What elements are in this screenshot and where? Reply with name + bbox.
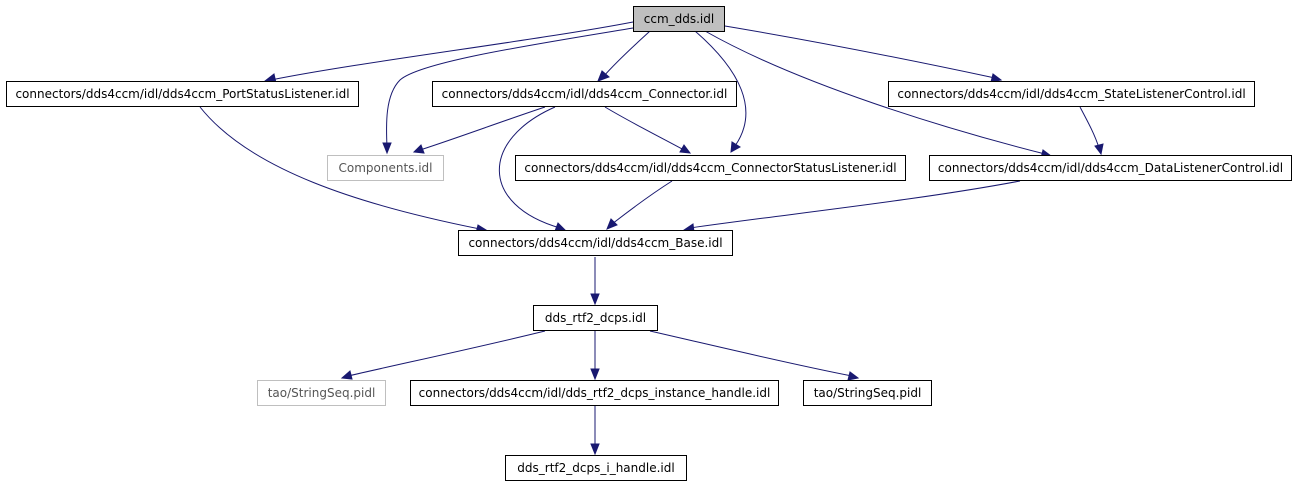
edge-arrow (590, 293, 600, 306)
edge-ccm-dds-to-connector-status-listener (694, 30, 747, 147)
edge-state-listener-control-to-data-listener-control (1079, 106, 1100, 149)
edge-arrow (382, 142, 392, 155)
edge-arrow (412, 144, 425, 154)
edge-arrow (340, 370, 353, 380)
edge-arrow (597, 70, 610, 82)
edge-arrow (847, 371, 860, 381)
edge-ccm-dds-to-state-listener-control (712, 23, 996, 79)
node-string-seq-pidl[interactable]: tao/StringSeq.pidl (803, 380, 932, 406)
edge-ccm-dds-to-connector (603, 30, 651, 77)
edge-connector-to-base (498, 106, 561, 229)
edge-ccm-dds-to-components (386, 27, 634, 148)
edge-arrow (590, 443, 600, 456)
edge-connector-status-listener-to-base (611, 180, 673, 225)
node-i-handle-idl[interactable]: dds_rtf2_dcps_i_handle.idl (505, 455, 687, 481)
node-port-status-listener-idl[interactable]: connectors/dds4ccm/idl/dds4ccm_PortStatu… (6, 81, 359, 107)
edge-connector-to-components (419, 106, 546, 151)
node-ccm-dds-idl[interactable]: ccm_dds.idl (633, 6, 725, 32)
edge-ccm-dds-to-data-listener-control (704, 30, 1046, 155)
edge-dds-rtf2-dcps-to-string-seq-ext (347, 330, 546, 377)
edge-arrow (679, 144, 692, 154)
node-string-seq-pidl-external[interactable]: tao/StringSeq.pidl (257, 380, 386, 406)
edge-arrow (606, 218, 618, 230)
edge-arrow (1094, 143, 1104, 156)
edge-arrow (730, 141, 741, 153)
edge-data-listener-control-to-base (689, 180, 1021, 229)
node-dds-rtf2-dcps-idl[interactable]: dds_rtf2_dcps.idl (533, 305, 658, 331)
node-base-idl[interactable]: connectors/dds4ccm/idl/dds4ccm_Base.idl (458, 230, 733, 256)
node-instance-handle-idl[interactable]: connectors/dds4ccm/idl/dds_rtf2_dcps_ins… (410, 380, 779, 406)
edge-ccm-dds-to-port-status-listener (270, 21, 634, 81)
node-state-listener-control-idl[interactable]: connectors/dds4ccm/idl/dds4ccm_StateList… (888, 81, 1255, 107)
node-connector-status-listener-idl[interactable]: connectors/dds4ccm/idl/dds4ccm_Connector… (515, 155, 906, 181)
edge-arrow (590, 368, 600, 381)
edge-dds-rtf2-dcps-to-string-seq (649, 330, 853, 377)
edge-port-status-listener-to-base (199, 106, 481, 230)
node-components-idl[interactable]: Components.idl (327, 155, 444, 181)
node-data-listener-control-idl[interactable]: connectors/dds4ccm/idl/dds4ccm_DataListe… (929, 155, 1292, 181)
edge-connector-to-connector-status-listener (604, 106, 685, 151)
node-connector-idl[interactable]: connectors/dds4ccm/idl/dds4ccm_Connector… (432, 81, 737, 107)
